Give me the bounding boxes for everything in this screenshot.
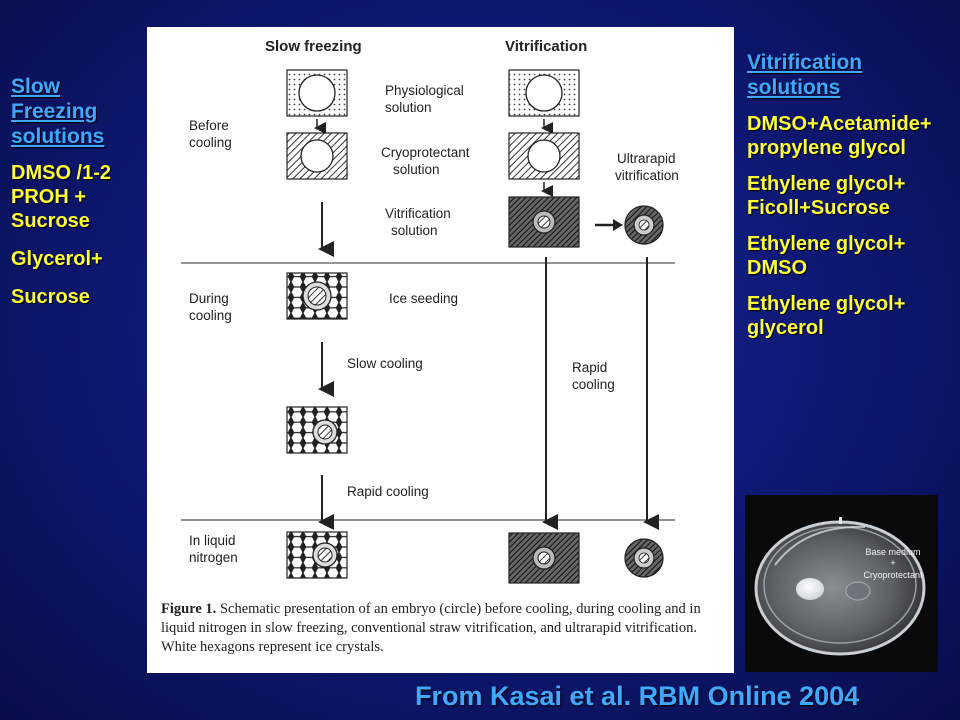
vitrification-heading: Vitrification solutions bbox=[747, 51, 863, 99]
embryo-vitrification-solution bbox=[508, 196, 580, 248]
figure-panel: Slow freezing Vitrification Before cooli… bbox=[147, 27, 734, 673]
slow-freezing-column-title: Slow freezing bbox=[265, 38, 362, 55]
citation: From Kasai et al. RBM Online 2004 bbox=[415, 681, 860, 711]
stage-during-label: During bbox=[189, 291, 229, 306]
caption-label: Figure 1. bbox=[161, 601, 217, 617]
photo-label: Cryoprotectant bbox=[863, 570, 923, 580]
stage-before-label: Before bbox=[189, 118, 229, 133]
caption-text: Schematic presentation of an embryo (cir… bbox=[161, 601, 701, 655]
cryopreservation-diagram: Slow freezing Vitrification Before cooli… bbox=[181, 38, 679, 584]
embryo-ln-vitri bbox=[508, 532, 580, 584]
vitrification-list: Vitrification solutions DMSO+Acetamide+ … bbox=[747, 50, 957, 352]
vitrification-item: Ethylene glycol+ glycerol bbox=[747, 293, 906, 339]
stage-before-label: cooling bbox=[189, 135, 232, 150]
physiological-solution-label: Physiological bbox=[385, 83, 464, 98]
vitrification-item: DMSO+Acetamide+ propylene glycol bbox=[747, 113, 932, 159]
slow-freezing-item: Sucrose bbox=[11, 286, 90, 308]
vitrification-solution-label: solution bbox=[391, 223, 438, 238]
ice-seeding-label: Ice seeding bbox=[389, 291, 458, 306]
physiological-solution-label: solution bbox=[385, 100, 432, 115]
dish bbox=[756, 522, 924, 654]
stage-during-label: cooling bbox=[189, 308, 232, 323]
rapid-cooling-vitri-label: cooling bbox=[572, 377, 615, 392]
rapid-cooling-label: Rapid cooling bbox=[347, 484, 429, 499]
embryo-ice-seeding bbox=[286, 272, 348, 320]
embryo-cryoprotectant-vitri bbox=[508, 132, 580, 180]
slow-freezing-heading: Slow Freezing solutions bbox=[11, 75, 105, 148]
embryo-ln-ultrarapid bbox=[624, 538, 664, 578]
cryoprotectant-solution-label: solution bbox=[393, 162, 440, 177]
slow-freezing-item: DMSO /1-2 PROH + Sucrose bbox=[11, 162, 112, 232]
slow-cooling-label: Slow cooling bbox=[347, 356, 423, 371]
petri-dish-photo: Base medium + Cryoprotectant bbox=[745, 495, 938, 672]
embryo-physiological-slow bbox=[286, 69, 348, 117]
vitrification-item: Ethylene glycol+ Ficoll+Sucrose bbox=[747, 173, 906, 219]
cryoprotectant-droplet bbox=[845, 581, 871, 601]
embryo-physiological-vitri bbox=[508, 69, 580, 117]
ultrarapid-label: Ultrarapid bbox=[617, 151, 676, 166]
embryo-slow-cooled bbox=[286, 406, 348, 454]
stage-ln-label: nitrogen bbox=[189, 550, 238, 565]
embryo-ultrarapid bbox=[624, 205, 664, 245]
embryo-cryoprotectant-slow bbox=[286, 132, 348, 180]
figure-caption: Figure 1. Schematic presentation of an e… bbox=[161, 600, 726, 657]
vitrification-column-title: Vitrification bbox=[505, 38, 587, 55]
embryo-ln-slow bbox=[286, 531, 348, 579]
cryoprotectant-solution-label: Cryoprotectant bbox=[381, 145, 470, 160]
slow-freezing-item: Glycerol+ bbox=[11, 248, 103, 270]
vitrification-item: Ethylene glycol+ DMSO bbox=[747, 233, 906, 279]
vitrification-solution-label: Vitrification bbox=[385, 206, 451, 221]
slow-freezing-list: Slow Freezing solutions DMSO /1-2 PROH +… bbox=[11, 74, 146, 323]
medium-droplet bbox=[796, 578, 824, 600]
photo-label: Base medium bbox=[865, 547, 920, 557]
photo-label: + bbox=[890, 558, 895, 568]
stage-ln-label: In liquid bbox=[189, 533, 236, 548]
petri-dish-image: Base medium + Cryoprotectant bbox=[745, 495, 938, 672]
rapid-cooling-vitri-label: Rapid bbox=[572, 360, 607, 375]
ultrarapid-label: vitrification bbox=[615, 168, 679, 183]
